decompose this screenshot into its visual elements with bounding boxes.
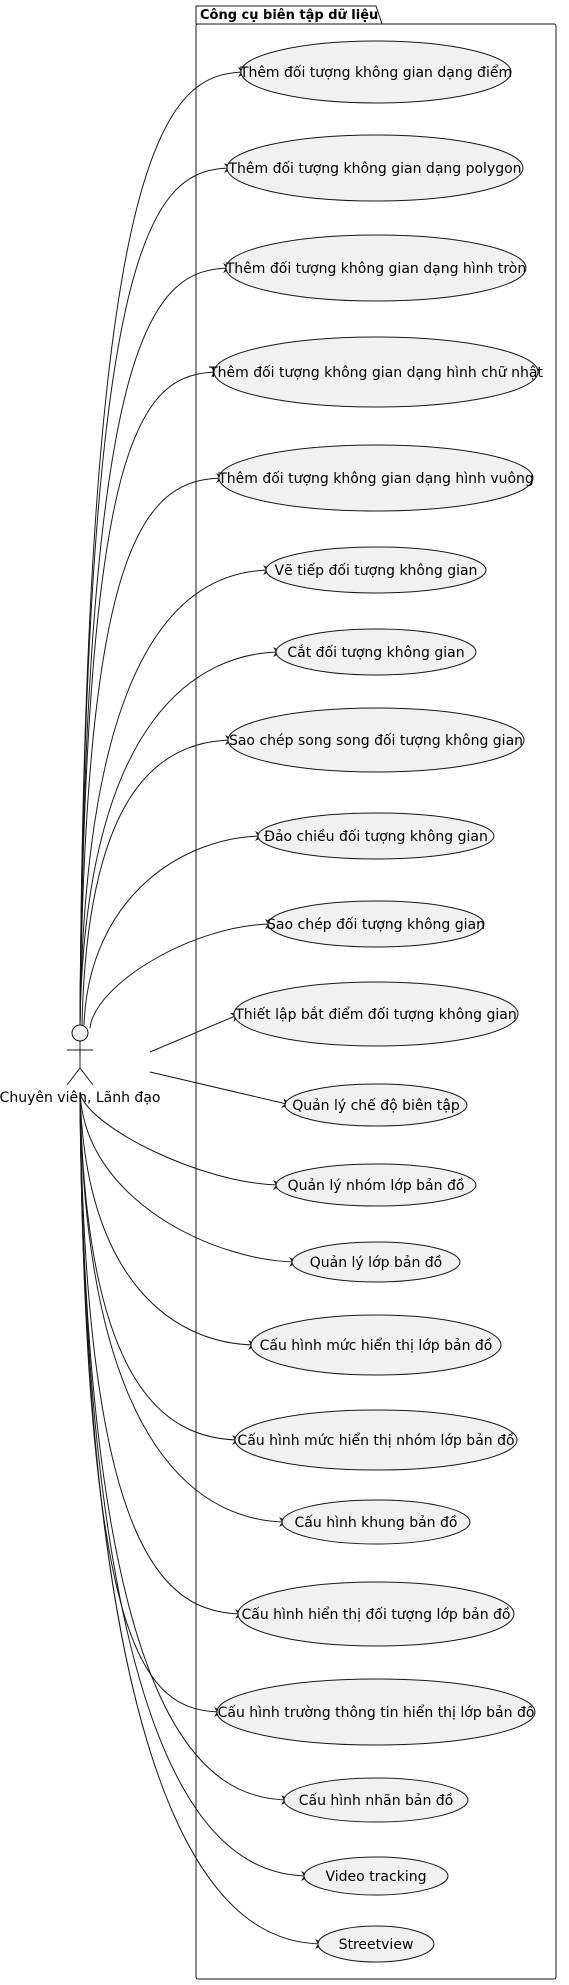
use-case-layer: Thêm đối tượng không gian dạng điểmThêm … bbox=[208, 40, 543, 1963]
use-case-ellipse bbox=[303, 1856, 449, 1896]
package-title: Công cụ biên tập dữ liệu bbox=[200, 8, 378, 23]
use-case-label: Cấu hình nhãn bản đồ bbox=[299, 1792, 454, 1809]
use-case-label: Cấu hình trường thông tin hiển thị lớp b… bbox=[218, 1704, 535, 1721]
use-case-ellipse bbox=[317, 1925, 435, 1963]
use-case[interactable]: Đảo chiều đối tượng không gian bbox=[257, 812, 495, 860]
use-case[interactable]: Cấu hình mức hiển thị nhóm lớp bản đồ bbox=[234, 1409, 518, 1471]
use-case-label: Quản lý nhóm lớp bản đồ bbox=[288, 1177, 465, 1194]
package-frame: Công cụ biên tập dữ liệu bbox=[195, 5, 557, 1980]
use-case[interactable]: Thêm đối tượng không gian dạng hình vuôn… bbox=[217, 444, 534, 512]
use-case-ellipse bbox=[216, 1678, 536, 1746]
use-case[interactable]: Cấu hình hiển thị đối tượng lớp bản đồ bbox=[237, 1581, 515, 1647]
association-line bbox=[79, 1091, 245, 1619]
use-case[interactable]: Sao chép song song đối tượng không gian bbox=[227, 707, 525, 773]
use-case-label: Thiết lập bắt điểm đối tượng không gian bbox=[234, 1006, 516, 1023]
use-case[interactable]: Cắt đối tượng không gian bbox=[275, 628, 477, 676]
use-case-label: Cấu hình hiển thị đối tượng lớp bản đồ bbox=[241, 1606, 510, 1623]
association-line bbox=[79, 1091, 258, 1350]
use-case-label: Cấu hình mức hiển thị lớp bản đồ bbox=[260, 1337, 493, 1354]
actor-right-leg-icon bbox=[79, 1067, 94, 1086]
use-case[interactable]: Cấu hình mức hiển thị lớp bản đồ bbox=[250, 1314, 502, 1376]
use-case[interactable]: Cấu hình khung bản đồ bbox=[281, 1499, 471, 1545]
use-case[interactable]: Quản lý chế độ biên tập bbox=[284, 1083, 468, 1127]
association-line bbox=[89, 919, 275, 1029]
use-case[interactable]: Video tracking bbox=[303, 1856, 449, 1896]
use-case[interactable]: Vẽ tiếp đối tượng không gian bbox=[265, 546, 487, 594]
association-line bbox=[79, 163, 234, 1026]
use-case-ellipse bbox=[225, 234, 527, 302]
association-line bbox=[79, 1091, 242, 1445]
use-case-ellipse bbox=[275, 1163, 477, 1207]
use-case-label: Vẽ tiếp đối tượng không gian bbox=[275, 562, 478, 579]
use-case-label: Cấu hình khung bản đồ bbox=[295, 1514, 458, 1531]
association-line bbox=[79, 367, 221, 1026]
actor-label: Chuyên viên, Lãnh đạo bbox=[0, 1090, 160, 1106]
association-line bbox=[79, 1091, 289, 1527]
association-line bbox=[79, 647, 283, 1026]
association-line bbox=[79, 263, 233, 1026]
use-case-ellipse bbox=[237, 1581, 515, 1647]
use-case-label: Thêm đối tượng không gian dạng hình tròn bbox=[225, 260, 527, 277]
use-case[interactable]: Cấu hình trường thông tin hiển thị lớp b… bbox=[216, 1678, 536, 1746]
association-line bbox=[79, 473, 226, 1026]
use-case-label: Cắt đối tượng không gian bbox=[287, 644, 464, 661]
use-case-ellipse bbox=[226, 134, 524, 202]
use-case[interactable]: Thêm đối tượng không gian dạng hình tròn bbox=[225, 234, 527, 302]
use-case-label: Sao chép đối tượng không gian bbox=[267, 916, 485, 933]
use-case-ellipse bbox=[257, 812, 495, 860]
use-case[interactable]: Thêm đối tượng không gian dạng điểm bbox=[239, 40, 512, 104]
use-case-ellipse bbox=[213, 336, 539, 408]
association-line bbox=[79, 1091, 299, 1267]
use-case-ellipse bbox=[240, 40, 512, 104]
use-case-label: Thêm đối tượng không gian dạng polygon bbox=[227, 160, 521, 177]
association-line bbox=[149, 1012, 241, 1053]
association-line bbox=[79, 1091, 283, 1190]
association-line bbox=[79, 1091, 291, 1805]
use-case-label: Đảo chiều đối tượng không gian bbox=[264, 828, 488, 845]
use-case-label: Quản lý chế độ biên tập bbox=[292, 1097, 460, 1114]
use-case-ellipse bbox=[267, 900, 485, 948]
use-case-label: Quản lý lớp bản đồ bbox=[310, 1254, 442, 1271]
use-case[interactable]: Sao chép đối tượng không gian bbox=[267, 900, 485, 948]
actor-left-leg-icon bbox=[66, 1067, 81, 1086]
use-case-label: Thêm đối tượng không gian dạng hình chữ … bbox=[208, 364, 543, 381]
association-line bbox=[79, 1091, 311, 1881]
use-case-ellipse bbox=[281, 1499, 471, 1545]
association-line bbox=[149, 1071, 292, 1108]
association-line bbox=[83, 831, 265, 1026]
actor-head-icon bbox=[71, 1024, 89, 1042]
association-line bbox=[79, 565, 273, 1026]
use-case[interactable]: Cấu hình nhãn bản đồ bbox=[283, 1777, 469, 1823]
use-case-ellipse bbox=[291, 1241, 461, 1283]
use-case[interactable]: Quản lý nhóm lớp bản đồ bbox=[275, 1163, 477, 1207]
use-case-ellipse bbox=[284, 1083, 468, 1127]
association-line bbox=[79, 1091, 325, 1949]
use-case-label: Cấu hình mức hiển thị nhóm lớp bản đồ bbox=[237, 1432, 514, 1449]
use-case-ellipse bbox=[275, 628, 477, 676]
package-body bbox=[195, 23, 557, 1980]
use-case[interactable]: Thiết lập bắt điểm đối tượng không gian bbox=[233, 981, 519, 1047]
use-case[interactable]: Quản lý lớp bản đồ bbox=[291, 1241, 461, 1283]
use-case[interactable]: Thêm đối tượng không gian dạng polygon bbox=[226, 134, 524, 202]
use-case-ellipse bbox=[234, 1409, 518, 1471]
use-case-label: Sao chép song song đối tượng không gian bbox=[229, 732, 523, 749]
association-layer bbox=[79, 67, 325, 1949]
use-case[interactable]: Thêm đối tượng không gian dạng hình chữ … bbox=[208, 336, 543, 408]
use-case-label: Video tracking bbox=[326, 1869, 427, 1885]
use-case-label: Thêm đối tượng không gian dạng hình vuôn… bbox=[217, 470, 534, 487]
use-case-ellipse bbox=[227, 707, 525, 773]
use-case-ellipse bbox=[233, 981, 519, 1047]
actor[interactable]: Chuyên viên, Lãnh đạo bbox=[0, 1024, 160, 1106]
use-case-ellipse bbox=[265, 546, 487, 594]
use-case-ellipse bbox=[250, 1314, 502, 1376]
association-line bbox=[81, 735, 235, 1026]
use-case[interactable]: Streetview bbox=[317, 1925, 435, 1963]
use-case-ellipse bbox=[283, 1777, 469, 1823]
use-case-ellipse bbox=[218, 444, 534, 512]
use-case-label: Streetview bbox=[339, 1937, 414, 1953]
association-line bbox=[79, 67, 248, 1026]
use-case-label: Thêm đối tượng không gian dạng điểm bbox=[239, 64, 512, 81]
